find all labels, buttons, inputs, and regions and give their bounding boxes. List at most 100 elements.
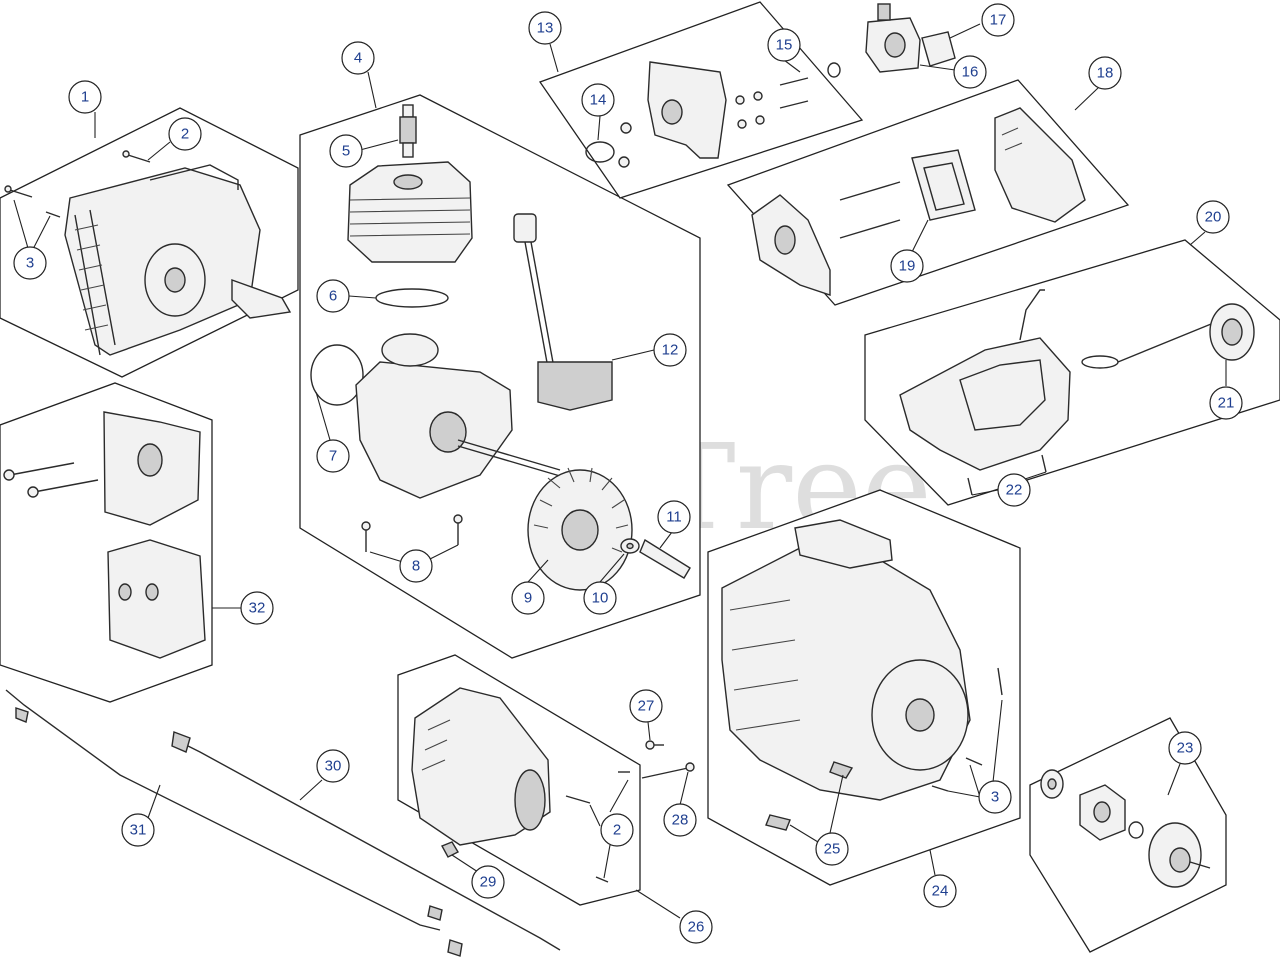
callout-6: 6 bbox=[316, 279, 350, 313]
callout-25: 25 bbox=[815, 832, 849, 866]
callout-12: 12 bbox=[653, 333, 687, 367]
svg-text:3: 3 bbox=[991, 789, 999, 806]
air-filter-element-part bbox=[911, 149, 976, 221]
svg-text:7: 7 bbox=[329, 448, 337, 465]
clutch-washer-part bbox=[1040, 769, 1064, 799]
key-11-part bbox=[639, 538, 691, 579]
cylinder-part bbox=[347, 161, 473, 263]
svg-text:17: 17 bbox=[990, 12, 1007, 29]
svg-text:27: 27 bbox=[638, 698, 655, 715]
callout-22: 22 bbox=[997, 473, 1031, 507]
svg-text:22: 22 bbox=[1006, 482, 1023, 499]
callout-16: 16 bbox=[953, 55, 987, 89]
panel-32-muffler bbox=[0, 382, 213, 703]
svg-text:14: 14 bbox=[590, 92, 607, 109]
fuel-cap-part bbox=[1209, 303, 1255, 361]
control-cable-30 bbox=[171, 731, 561, 957]
callout-29: 29 bbox=[471, 865, 505, 899]
nut-29-part bbox=[441, 841, 459, 858]
svg-text:10: 10 bbox=[592, 590, 609, 607]
callout-3-shroud: 3 bbox=[978, 780, 1012, 814]
panel-20-fuel-tank bbox=[864, 239, 1280, 506]
panel-24-engine-shroud bbox=[707, 489, 1021, 886]
callout-15: 15 bbox=[767, 28, 801, 62]
callout-20: 20 bbox=[1196, 200, 1230, 234]
flywheel-part bbox=[527, 467, 633, 591]
svg-text:2: 2 bbox=[181, 126, 189, 143]
svg-text:3: 3 bbox=[26, 255, 34, 272]
callout-5: 5 bbox=[329, 134, 363, 168]
carburetor-group bbox=[865, 3, 956, 73]
svg-text:23: 23 bbox=[1177, 740, 1194, 757]
screws-22-part bbox=[967, 454, 1047, 496]
panel-4-engine-assembly bbox=[299, 94, 701, 659]
svg-text:6: 6 bbox=[329, 288, 337, 305]
ignition-coil-part bbox=[513, 213, 613, 411]
svg-text:29: 29 bbox=[480, 874, 497, 891]
callout-24: 24 bbox=[923, 874, 957, 908]
callout-27: 27 bbox=[629, 689, 663, 723]
clip-14-part bbox=[585, 141, 615, 163]
nuts-part bbox=[618, 91, 765, 168]
callout-28: 28 bbox=[663, 803, 697, 837]
muffler-part bbox=[107, 539, 206, 659]
fuel-line-part bbox=[1081, 321, 1217, 369]
callout-3: 3 bbox=[13, 246, 47, 280]
muffler-bolts-part bbox=[3, 462, 99, 498]
svg-text:13: 13 bbox=[537, 20, 554, 37]
svg-text:30: 30 bbox=[325, 758, 342, 775]
seal-7-part bbox=[310, 344, 364, 406]
svg-text:16: 16 bbox=[962, 64, 979, 81]
callout-19: 19 bbox=[890, 249, 924, 283]
callout-30: 30 bbox=[316, 749, 350, 783]
clips-25-part bbox=[765, 761, 854, 831]
svg-text:19: 19 bbox=[899, 258, 916, 275]
callout-31: 31 bbox=[121, 813, 155, 847]
svg-text:2: 2 bbox=[613, 822, 621, 839]
clutch-housing-part bbox=[411, 687, 551, 846]
svg-text:20: 20 bbox=[1205, 209, 1222, 226]
svg-text:4: 4 bbox=[354, 50, 362, 67]
engine-shroud-part bbox=[721, 519, 971, 801]
callout-8: 8 bbox=[399, 549, 433, 583]
svg-text:11: 11 bbox=[666, 509, 682, 526]
air-filter-base-part bbox=[751, 194, 831, 296]
svg-text:1: 1 bbox=[81, 89, 89, 106]
svg-text:28: 28 bbox=[672, 812, 689, 829]
callout-10: 10 bbox=[583, 581, 617, 615]
callout-26: 26 bbox=[679, 910, 713, 944]
callout-23: 23 bbox=[1168, 731, 1202, 765]
fuel-tank-part bbox=[899, 289, 1071, 471]
panel-26-clutch-housing bbox=[397, 654, 641, 906]
svg-text:9: 9 bbox=[524, 590, 532, 607]
screw-8-part bbox=[361, 514, 463, 552]
bracket-part bbox=[647, 61, 727, 159]
screws-2-housing-part bbox=[565, 771, 630, 883]
callout-18: 18 bbox=[1088, 56, 1122, 90]
svg-text:5: 5 bbox=[342, 143, 350, 160]
panel-23-clutch bbox=[1029, 717, 1227, 953]
throttle-cable-31 bbox=[5, 689, 443, 931]
starter-housing-part bbox=[64, 164, 292, 356]
svg-text:24: 24 bbox=[932, 883, 949, 900]
crankcase-part bbox=[355, 333, 561, 499]
svg-text:25: 25 bbox=[824, 841, 841, 858]
svg-text:12: 12 bbox=[662, 342, 679, 359]
callout-9: 9 bbox=[511, 581, 545, 615]
callout-4: 4 bbox=[341, 41, 375, 75]
callout-21: 21 bbox=[1209, 386, 1243, 420]
svg-text:32: 32 bbox=[249, 600, 266, 617]
clutch-ring-part bbox=[1128, 821, 1144, 839]
svg-text:26: 26 bbox=[688, 919, 705, 936]
svg-text:18: 18 bbox=[1097, 65, 1114, 82]
callout-17: 17 bbox=[981, 3, 1015, 37]
callout-14: 14 bbox=[581, 83, 615, 117]
callout-32: 32 bbox=[240, 591, 274, 625]
panel-1-starter-housing bbox=[0, 107, 299, 378]
air-filter-cover-part bbox=[994, 107, 1086, 223]
callout-13: 13 bbox=[528, 11, 562, 45]
callout-1: 1 bbox=[68, 80, 102, 114]
screw-2-part bbox=[122, 150, 151, 163]
callout-2-housing: 2 bbox=[600, 813, 634, 847]
